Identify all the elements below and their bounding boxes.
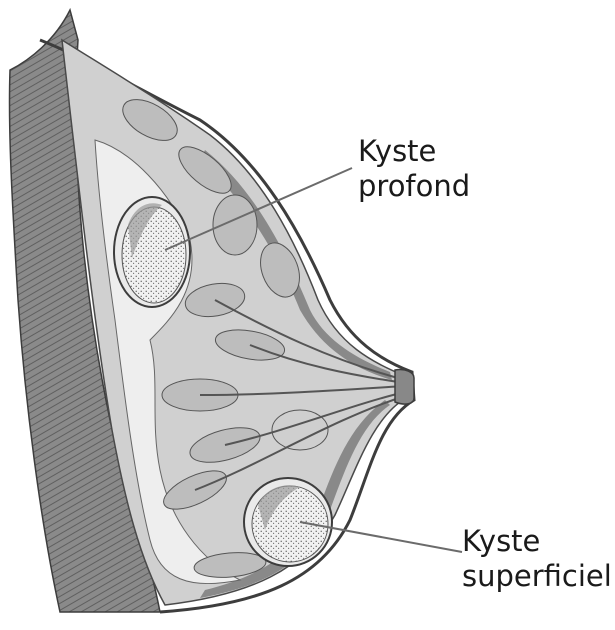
deep-cyst-label-line1: Kyste [358, 134, 470, 169]
deep-cyst-label-line2: profond [358, 169, 470, 204]
superficial-cyst-label-line2: superficiel [462, 559, 612, 594]
deep-cyst-label: Kyste profond [358, 134, 470, 204]
deep-cyst [114, 197, 190, 307]
nipple [395, 369, 414, 404]
superficial-cyst-label: Kyste superficiel [462, 524, 612, 594]
superficial-cyst-label-line1: Kyste [462, 524, 612, 559]
superficial-cyst [244, 478, 332, 566]
